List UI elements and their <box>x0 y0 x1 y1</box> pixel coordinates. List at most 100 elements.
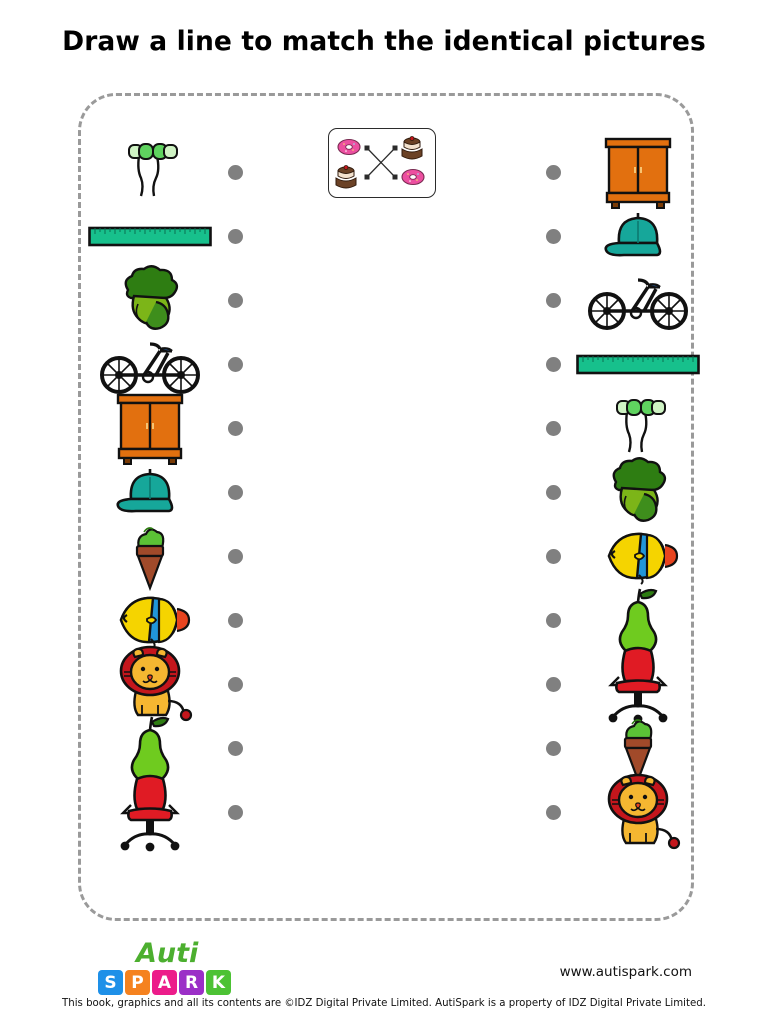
picture-fish[interactable] <box>84 588 216 652</box>
connector-dot-cell[interactable] <box>216 268 254 332</box>
connector-dot-cell[interactable] <box>534 588 572 652</box>
connector-dot[interactable] <box>545 164 561 180</box>
connector-dot-cell[interactable] <box>534 396 572 460</box>
picture-office-chair[interactable] <box>84 774 216 852</box>
connector-dot-cell[interactable] <box>216 716 254 780</box>
picture-broccoli[interactable] <box>84 265 216 332</box>
picture-cap[interactable] <box>84 460 216 524</box>
connector-dot[interactable] <box>227 164 243 180</box>
picture-ruler[interactable] <box>572 332 704 396</box>
example-dot-bl <box>364 174 370 180</box>
bicycle-icon <box>588 278 688 330</box>
connector-dot[interactable] <box>227 356 243 372</box>
connector-dot[interactable] <box>227 740 243 756</box>
connector-dot-cell[interactable] <box>534 460 572 524</box>
connector-dot-cell[interactable] <box>534 268 572 332</box>
connector-dot-cell[interactable] <box>534 332 572 396</box>
connector-dot[interactable] <box>545 804 561 820</box>
match-row[interactable] <box>534 204 704 268</box>
connector-dot-cell[interactable] <box>216 780 254 844</box>
picture-ice-cream[interactable] <box>84 524 216 592</box>
picture-earbuds[interactable] <box>572 396 704 460</box>
match-row[interactable] <box>84 716 254 785</box>
picture-lion[interactable] <box>572 773 704 850</box>
connector-dot-cell[interactable] <box>534 716 572 780</box>
connector-dot[interactable] <box>545 484 561 500</box>
picture-wardrobe[interactable] <box>84 393 216 465</box>
connector-dot-cell[interactable] <box>534 140 572 204</box>
match-row[interactable] <box>534 716 704 784</box>
picture-bicycle[interactable] <box>84 332 216 396</box>
connector-dot-cell[interactable] <box>216 460 254 524</box>
connector-dot[interactable] <box>545 740 561 756</box>
connector-dot-cell[interactable] <box>216 332 254 396</box>
connector-dot-cell[interactable] <box>216 140 254 204</box>
match-row[interactable] <box>84 588 254 652</box>
picture-pear[interactable] <box>84 716 216 785</box>
match-row[interactable] <box>84 774 254 852</box>
connector-dot[interactable] <box>545 548 561 564</box>
connector-dot[interactable] <box>227 612 243 628</box>
match-row[interactable] <box>534 137 704 209</box>
connector-dot[interactable] <box>545 612 561 628</box>
match-row[interactable] <box>84 204 254 268</box>
match-row[interactable] <box>84 140 254 204</box>
connector-dot[interactable] <box>227 548 243 564</box>
picture-pear[interactable] <box>572 588 704 657</box>
picture-ice-cream[interactable] <box>572 716 704 784</box>
office-chair-icon <box>120 774 180 852</box>
connector-dot[interactable] <box>545 228 561 244</box>
match-row[interactable] <box>84 393 254 465</box>
example-dot-tr <box>392 145 398 151</box>
connector-dot[interactable] <box>545 420 561 436</box>
connector-dot[interactable] <box>545 292 561 308</box>
picture-wardrobe[interactable] <box>572 137 704 209</box>
website-url[interactable]: www.autispark.com <box>559 964 692 980</box>
match-row[interactable] <box>534 457 704 524</box>
connector-dot-cell[interactable] <box>216 588 254 652</box>
picture-lion[interactable] <box>84 645 216 722</box>
picture-ruler[interactable] <box>84 204 216 268</box>
copyright-notice: This book, graphics and all its contents… <box>62 998 706 1009</box>
match-row[interactable] <box>534 268 704 332</box>
connector-dot-cell[interactable] <box>216 652 254 716</box>
example-dot-br <box>392 174 398 180</box>
match-row[interactable] <box>84 524 254 592</box>
match-row[interactable] <box>84 265 254 332</box>
match-row[interactable] <box>84 645 254 722</box>
picture-broccoli[interactable] <box>572 457 704 524</box>
logo-tile-a: A <box>152 970 177 995</box>
logo-tile-k: K <box>206 970 231 995</box>
connector-dot-cell[interactable] <box>534 204 572 268</box>
connector-dot-cell[interactable] <box>534 652 572 716</box>
match-row[interactable] <box>534 588 704 657</box>
match-row[interactable] <box>534 524 704 588</box>
connector-dot-cell[interactable] <box>216 396 254 460</box>
connector-dot[interactable] <box>227 484 243 500</box>
logo-tile-p: P <box>125 970 150 995</box>
match-row[interactable] <box>534 396 704 460</box>
fish-icon <box>607 532 679 585</box>
connector-dot[interactable] <box>227 228 243 244</box>
connector-dot-cell[interactable] <box>534 780 572 844</box>
match-row[interactable] <box>534 646 704 724</box>
match-row[interactable] <box>84 332 254 396</box>
picture-office-chair[interactable] <box>572 646 704 724</box>
connector-dot[interactable] <box>545 356 561 372</box>
connector-dot[interactable] <box>545 676 561 692</box>
picture-earbuds[interactable] <box>84 140 216 204</box>
connector-dot-cell[interactable] <box>216 204 254 268</box>
match-row[interactable] <box>534 332 704 396</box>
connector-dot-cell[interactable] <box>216 524 254 588</box>
picture-fish[interactable] <box>572 524 704 588</box>
match-row[interactable] <box>84 460 254 524</box>
connector-dot[interactable] <box>227 804 243 820</box>
match-row[interactable] <box>534 773 704 850</box>
connector-dot[interactable] <box>227 292 243 308</box>
footer: Auti S P A R K www.autispark.com This bo… <box>0 936 768 1024</box>
connector-dot-cell[interactable] <box>534 524 572 588</box>
connector-dot[interactable] <box>227 676 243 692</box>
picture-bicycle[interactable] <box>572 268 704 332</box>
connector-dot[interactable] <box>227 420 243 436</box>
picture-cap[interactable] <box>572 204 704 268</box>
